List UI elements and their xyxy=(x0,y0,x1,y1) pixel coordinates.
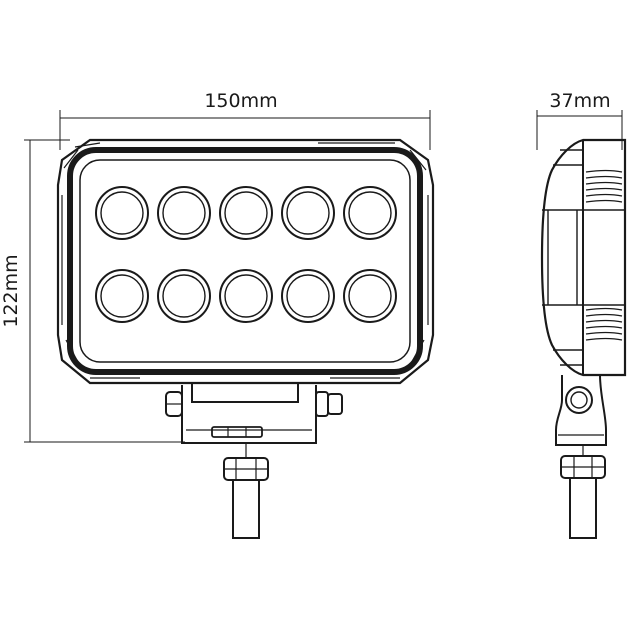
height-dimension: 122mm xyxy=(0,139,185,443)
cooling-fins xyxy=(585,169,623,341)
fin-line xyxy=(585,175,623,179)
housing-outline xyxy=(56,138,435,385)
fin-line xyxy=(585,193,623,197)
width-label: 150mm xyxy=(204,90,277,112)
led-lens xyxy=(224,274,268,318)
bezel-inner xyxy=(79,159,411,363)
height-label: 122mm xyxy=(0,254,22,327)
fin-line xyxy=(585,187,623,191)
fin-line xyxy=(585,307,623,311)
fin-line xyxy=(585,313,623,317)
side-view xyxy=(540,138,627,539)
led-lens xyxy=(162,191,206,235)
led-ring xyxy=(219,269,273,323)
mounting-bracket xyxy=(165,383,343,444)
fin-line xyxy=(585,169,623,173)
width-dimension: 150mm xyxy=(59,90,431,150)
front-view xyxy=(56,138,435,539)
led-lens xyxy=(100,191,144,235)
led-ring xyxy=(281,269,335,323)
led-ring xyxy=(219,186,273,240)
led-ring xyxy=(281,186,335,240)
side-ribs xyxy=(61,195,429,379)
mounting-stud xyxy=(223,443,269,539)
led-ring xyxy=(343,186,397,240)
side-knob xyxy=(565,386,593,414)
fin-line xyxy=(585,319,623,323)
led-ring xyxy=(95,269,149,323)
side-stud xyxy=(560,445,606,539)
led-array xyxy=(95,186,397,323)
led-ring xyxy=(157,186,211,240)
corner-fins xyxy=(63,142,427,171)
fin-line xyxy=(585,325,623,329)
led-ring xyxy=(343,269,397,323)
fin-line xyxy=(585,331,623,335)
side-bracket xyxy=(555,374,607,446)
fin-line xyxy=(585,199,623,203)
bezel-outer xyxy=(67,147,423,375)
led-lens xyxy=(224,191,268,235)
led-lens xyxy=(286,191,330,235)
depth-label: 37mm xyxy=(549,90,610,112)
depth-dimension: 37mm xyxy=(536,90,623,150)
led-lens xyxy=(286,274,330,318)
led-lens xyxy=(162,274,206,318)
fin-line xyxy=(585,337,623,341)
led-lens xyxy=(348,274,392,318)
led-lens xyxy=(100,274,144,318)
led-ring xyxy=(95,186,149,240)
led-lens xyxy=(348,191,392,235)
led-ring xyxy=(157,269,211,323)
fin-line xyxy=(585,181,623,185)
